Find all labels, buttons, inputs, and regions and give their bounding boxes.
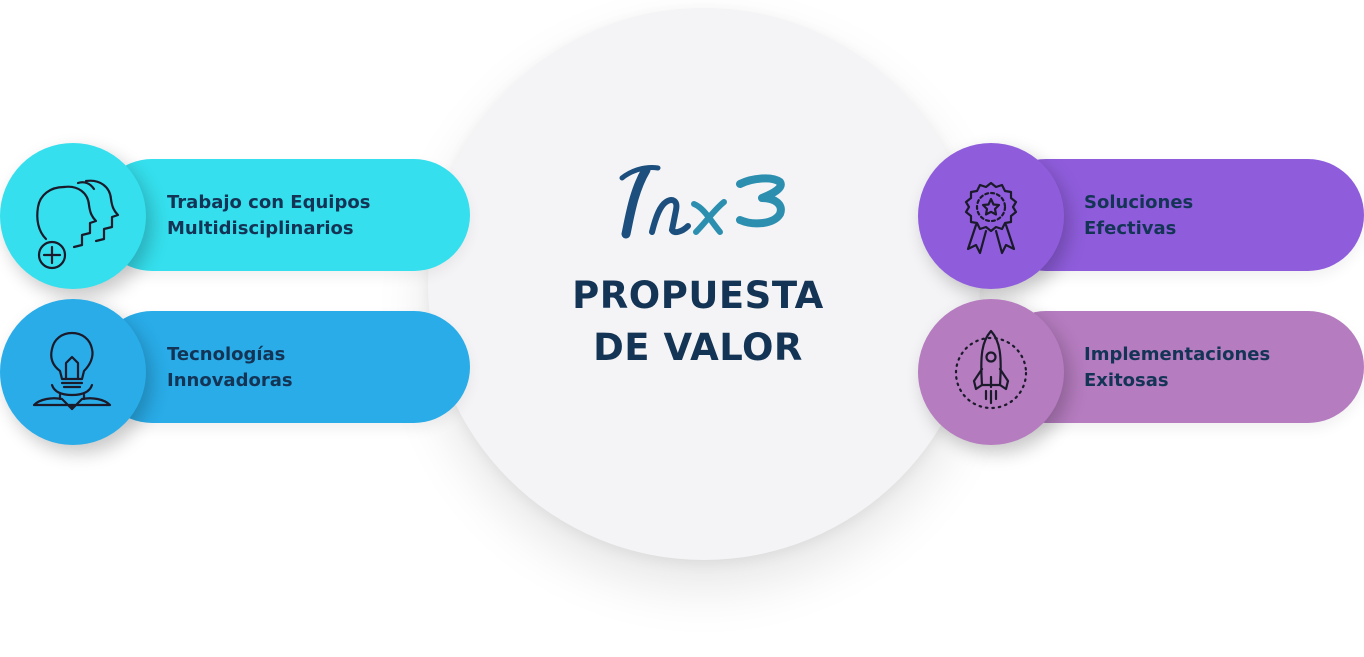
item-label-line1: Implementaciones [1084, 344, 1271, 365]
item-label-line2: Multidisciplinarios [167, 218, 354, 239]
lightbulb-head-icon [32, 331, 112, 411]
center-circle [428, 8, 980, 560]
brand-logo [619, 165, 785, 239]
item-badge-implementations [918, 299, 1064, 445]
item-label-line2: Innovadoras [167, 370, 293, 391]
item-label-line2: Efectivas [1084, 218, 1177, 239]
rocket-icon [954, 329, 1028, 410]
item-label: Implementaciones Exitosas [1084, 342, 1270, 394]
title-line-2: DE VALOR [593, 326, 803, 369]
title-line-1: PROPUESTA [572, 274, 824, 317]
item-label-line1: Trabajo con Equipos [167, 192, 371, 213]
item-pill-teams: Trabajo con Equipos Multidisciplinarios [96, 159, 470, 271]
item-label-line1: Soluciones [1084, 192, 1194, 213]
team-add-icon [36, 179, 120, 270]
item-pill-technologies: Tecnologías Innovadoras [96, 311, 470, 423]
item-badge-solutions [918, 143, 1064, 289]
item-label: Soluciones Efectivas [1084, 190, 1193, 242]
item-badge-teams [0, 143, 146, 289]
item-label-line1: Tecnologías [167, 344, 286, 365]
item-label: Trabajo con Equipos Multidisciplinarios [167, 190, 370, 242]
award-badge-icon [964, 181, 1018, 255]
item-label: Tecnologías Innovadoras [167, 342, 293, 394]
item-badge-technologies [0, 299, 146, 445]
item-label-line2: Exitosas [1084, 370, 1169, 391]
value-proposition-title: PROPUESTA DE VALOR [540, 270, 856, 374]
